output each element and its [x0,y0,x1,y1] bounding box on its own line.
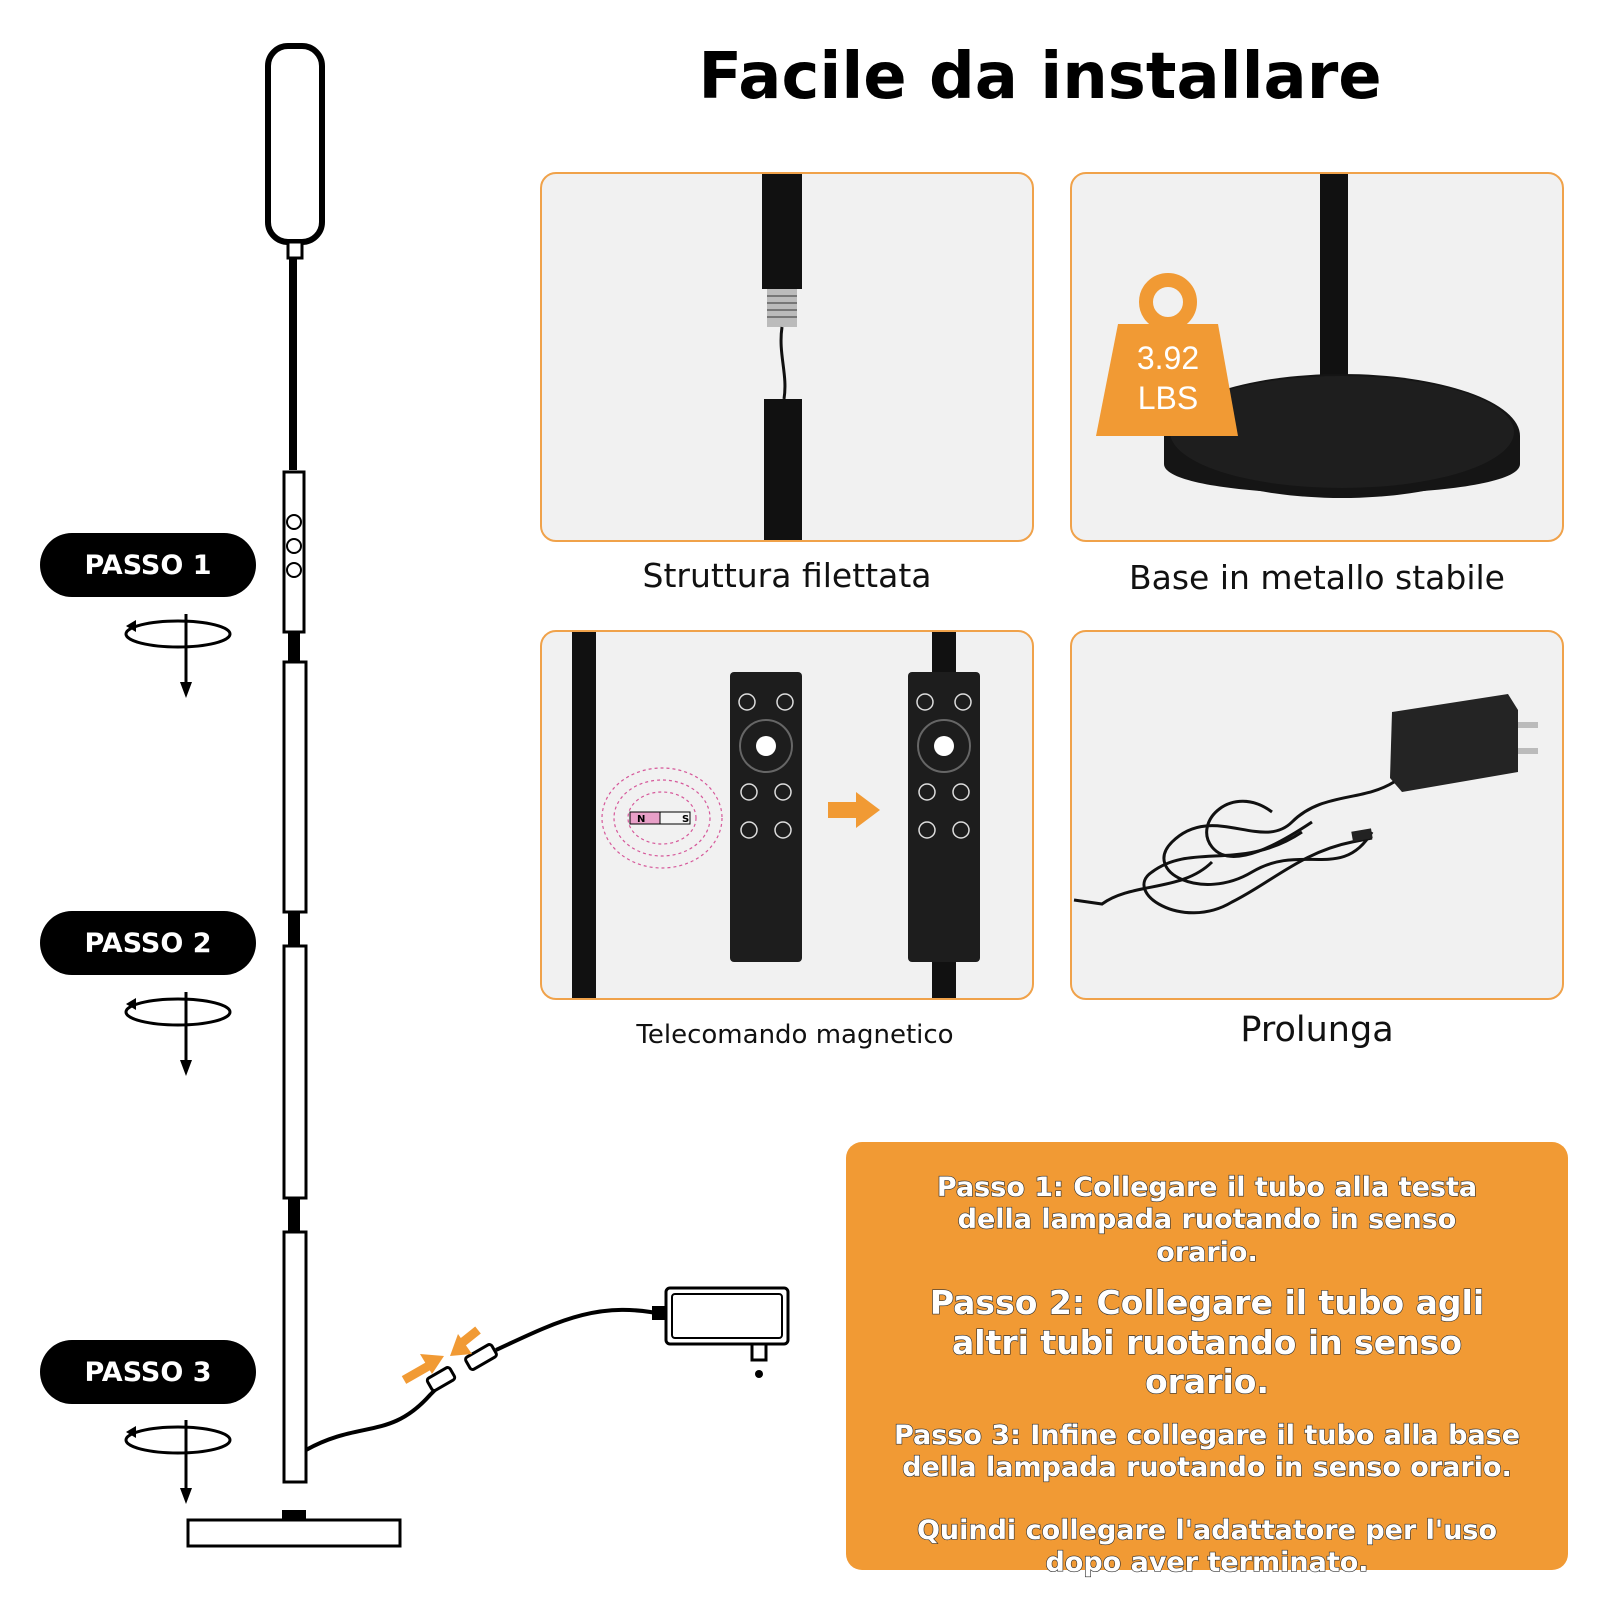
threaded-panel [540,172,1034,542]
magnet-icon [601,767,723,869]
remote-caption: Telecomando magnetico [636,1020,954,1050]
rotate-arrow-icon [124,614,232,698]
instruction-step-1: Passo 1: Collegare il tubo alla testa de… [936,1171,1478,1268]
weight-value: 3.92 [1136,340,1200,376]
power-adapter [1390,694,1518,792]
rotate-arrow-icon [124,992,232,1076]
instruction-step-2: Passo 2: Collegare il tubo agli altri tu… [929,1283,1485,1402]
extension-panel [1070,630,1564,1000]
weight-icon [1096,273,1238,436]
arrow-right-icon [828,792,880,828]
weight-unit: LBS [1137,380,1199,416]
instructions-box: Passo 1: Collegare il tubo alla testa de… [846,1142,1568,1579]
remote-panel: N S N S [540,630,1034,1000]
extension-caption: Prolunga [1240,1010,1394,1050]
lamp-diagram [186,43,790,1548]
step-1-pill: PASSO 1 [40,533,256,597]
threaded-caption: Struttura filettata [642,556,932,595]
step-3-pill: PASSO 3 [40,1340,256,1404]
base-panel: 3.92 LBS [1070,172,1564,542]
svg-text:N: N [637,814,645,825]
instruction-step-3: Passo 3: Infine collegare il tubo alla b… [893,1419,1521,1484]
step-2-pill: PASSO 2 [40,911,256,975]
page-title: Facile da installare [698,40,1382,114]
svg-text:S: S [682,814,689,825]
rotate-arrow-icon [124,1420,232,1504]
instruction-final: Quindi collegare l'adattatore per l'uso … [916,1514,1498,1579]
base-caption: Base in metallo stabile [1129,558,1505,597]
